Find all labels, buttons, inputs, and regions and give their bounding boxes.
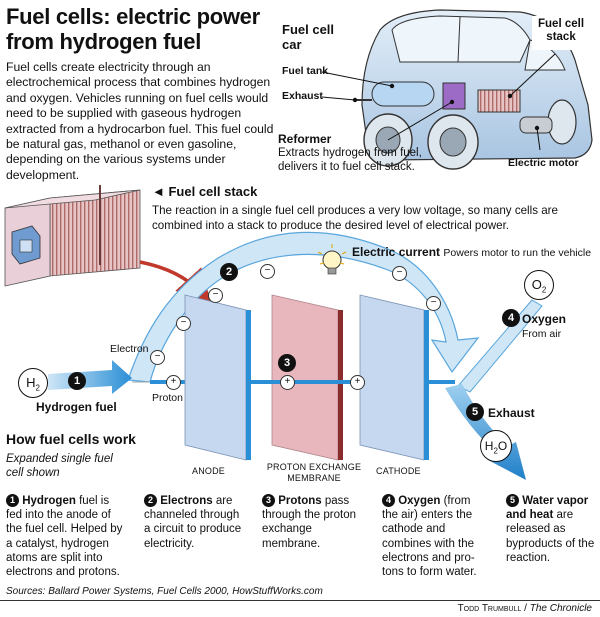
stack-section-body: The reaction in a single fuel cell produ… [152,204,558,232]
h2o-symbol-h: H [484,439,494,453]
electron-marker: − [260,264,275,279]
fuel-cell-stack-block [4,184,212,305]
step-3-text: 3 Protons pass through the proton exchan… [262,494,366,551]
cathode-plate [359,294,429,461]
car-title-line-2: car [282,37,302,52]
step-4-lead: (from [440,495,471,507]
stack-section-heading: ◄ Fuel cell stack [152,184,258,199]
step-3-lead: pass [321,495,350,507]
step-5-rest: are released as byproducts of the reacti… [506,509,595,564]
page-title: Fuel cells: electric power from hydrogen… [6,4,296,54]
step-3-rest: through the proton exchange membrane. [262,509,356,550]
light-bulb-icon [317,244,347,275]
step-1-number: 1 [6,494,19,507]
sources-line: Sources: Ballard Power Systems, Fuel Cel… [6,586,323,597]
o2-subscript: 2 [541,285,547,295]
h2o-molecule-badge: H2O [480,430,512,462]
car-exhaust-label: Exhaust [282,90,323,102]
electric-current-desc: Powers motor to run the vehicle [443,247,592,259]
step-4-bold: Oxygen [398,495,441,507]
credit-publication: The Chronicle [529,603,592,614]
proton-label: Proton [152,392,183,404]
electron-marker: − [150,350,165,365]
reformer-desc-line-1: Extracts hydrogen from fuel, [278,147,422,159]
step-1-badge: 1 [68,372,86,390]
reformer-title: Reformer [278,132,332,146]
electron-marker: − [392,266,407,281]
step-5-text: 5 Water vapor and heat are released as b… [506,494,598,565]
step-2-text: 2 Electrons are channeled through a circ… [144,494,248,551]
proton-exchange-membrane [271,294,343,461]
reformer-desc-line-2: delivers it to fuel cell stack. [278,161,415,173]
h2-molecule-badge: H2 [18,368,48,398]
h2o-symbol-o: O [497,439,508,453]
intro-paragraph: Fuel cells create electricity through an… [6,60,274,182]
electron-label: Electron [110,343,149,355]
step-4-text: 4 Oxygen (from the air) enters the catho… [382,494,486,579]
exhaust-title: Exhaust [488,406,535,420]
how-it-works-heading: How fuel cells work [6,431,136,447]
hydrogen-input-arrow [48,360,132,394]
electron-marker: − [426,296,441,311]
stack-label-line-2: stack [546,31,576,43]
fuel-cell-stack-label: Fuel cell stack [538,18,584,44]
electric-motor-label: Electric motor [508,157,579,169]
electron-marker: − [176,316,191,331]
proton-marker: + [280,375,295,390]
cathode-label: CATHODE [376,466,421,476]
anode-label: ANODE [192,466,226,476]
step-4-rest: the air) enters the cathode and combines… [382,509,477,579]
step-3-badge: 3 [278,354,296,372]
step-4-badge: 4 [502,309,520,327]
anode-plate [184,294,251,461]
h2o-subscript: 2 [493,446,498,456]
fuel-tank-label: Fuel tank [282,65,329,77]
title-line-1: Fuel cells: electric power [6,4,260,29]
h2-symbol: H [26,375,36,390]
step-5-bold: Water vapor and heat [506,495,589,522]
h2-subscript: 2 [35,383,40,393]
stack-label-line-1: Fuel cell [538,18,585,30]
pem-label: PROTON EXCHANGE MEMBRANE [266,462,362,484]
oxygen-title: Oxygen [522,312,567,326]
step-1-rest: fed into the anode of the fuel cell. Hel… [6,509,123,579]
step-2-number: 2 [144,494,157,507]
step-5-badge: 5 [466,403,484,421]
oxygen-desc: From air [522,328,562,340]
reformer-callout: Reformer Extracts hydrogen from fuel, de… [278,132,422,174]
pem-label-line-2: MEMBRANE [287,473,341,483]
proton-marker: + [350,375,365,390]
credit-name: Todd Trumbull [457,603,522,614]
step-3-bold: Protons [278,495,322,507]
hydrogen-fuel-label: Hydrogen fuel [36,400,117,414]
step-4-number: 4 [382,494,395,507]
credit-separator: / [521,603,530,614]
footer-divider [0,600,600,601]
car-title-line-1: Fuel cell [282,22,335,37]
step-2-badge: 2 [220,263,238,281]
pem-label-line-1: PROTON EXCHANGE [266,462,362,472]
step-1-lead: fuel is [75,495,110,507]
electric-current-label: Electric current Powers motor to run the… [352,245,591,259]
expanded-note: Expanded single fuel cell shown [6,453,113,479]
credit-line: Todd Trumbull / The Chronicle [458,603,592,614]
step-1-bold: Hydrogen [22,495,76,507]
car-title: Fuel cell car [282,22,334,52]
o2-symbol: O [531,277,542,292]
car-illustration [321,9,593,170]
electric-current-title: Electric current [352,245,441,259]
proton-marker: + [166,375,181,390]
electron-marker: − [208,288,223,303]
oxygen-input-arrow [457,299,543,393]
o2-molecule-badge: O2 [524,270,554,300]
step-1-text: 1 Hydrogen fuel is fed into the anode of… [6,494,124,579]
title-line-2: from hydrogen fuel [6,29,202,54]
step-2-bold: Electrons [160,495,213,507]
step-5-number: 5 [506,494,519,507]
step-2-rest: channeled through a circuit to produce e… [144,509,242,550]
step-3-number: 3 [262,494,275,507]
exhaust-output-arrow [445,384,526,480]
step-2-lead: are [212,495,233,507]
